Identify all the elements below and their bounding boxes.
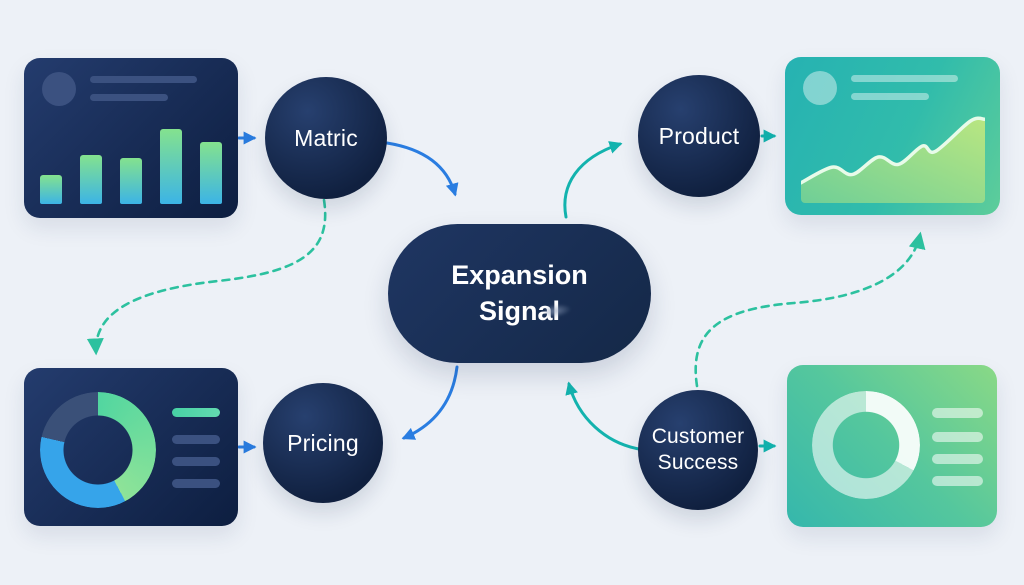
placeholder-line	[851, 93, 929, 100]
dashed-arrow-metric-to-pricing-card	[86, 198, 327, 356]
dashed-arrow-cs-to-product-card	[694, 231, 926, 388]
bar	[40, 175, 62, 204]
product-area-chart	[801, 116, 985, 203]
legend-line	[932, 476, 983, 486]
area-stroke	[801, 116, 985, 185]
node-product-label: Product	[658, 122, 740, 149]
pricing-donut-chart	[40, 392, 156, 508]
node-pricing: Pricing	[263, 383, 383, 503]
node-pricing-label: Pricing	[287, 429, 359, 456]
legend-line	[932, 432, 983, 442]
arrow-center-to-pricing	[401, 365, 459, 440]
customer-success-card	[787, 365, 997, 527]
node-metric: Matric	[265, 77, 387, 199]
legend-line	[172, 479, 220, 488]
arrow-metric-to-center	[385, 141, 459, 197]
center-node-label: Expansion Signal	[451, 260, 588, 326]
bar	[200, 141, 222, 204]
legend-line	[932, 454, 983, 464]
avatar-circle	[803, 71, 837, 105]
placeholder-line	[851, 75, 958, 82]
arrow-cs-to-center	[565, 381, 641, 451]
node-customer-success-label: Customer Success	[651, 424, 745, 474]
metrics-card	[24, 58, 238, 218]
cs-donut-chart	[812, 391, 920, 499]
legend-line	[172, 457, 220, 466]
pricing-card	[24, 368, 238, 526]
avatar-circle	[42, 72, 76, 106]
node-metric-label: Matric	[294, 124, 358, 151]
node-customer-success: Customer Success	[638, 390, 758, 510]
legend-line-highlight	[172, 408, 220, 417]
bar	[120, 157, 142, 204]
product-card	[785, 57, 1000, 215]
node-product: Product	[638, 75, 760, 197]
legend-line	[172, 435, 220, 444]
legend-line	[932, 408, 983, 418]
bar	[80, 155, 102, 204]
bar	[160, 128, 182, 204]
placeholder-line	[90, 76, 197, 83]
center-node: Expansion Signal	[388, 224, 651, 363]
placeholder-line	[90, 94, 168, 101]
metrics-bar-chart	[40, 124, 222, 204]
area-fill	[801, 118, 985, 203]
arrow-center-to-product	[563, 141, 623, 219]
